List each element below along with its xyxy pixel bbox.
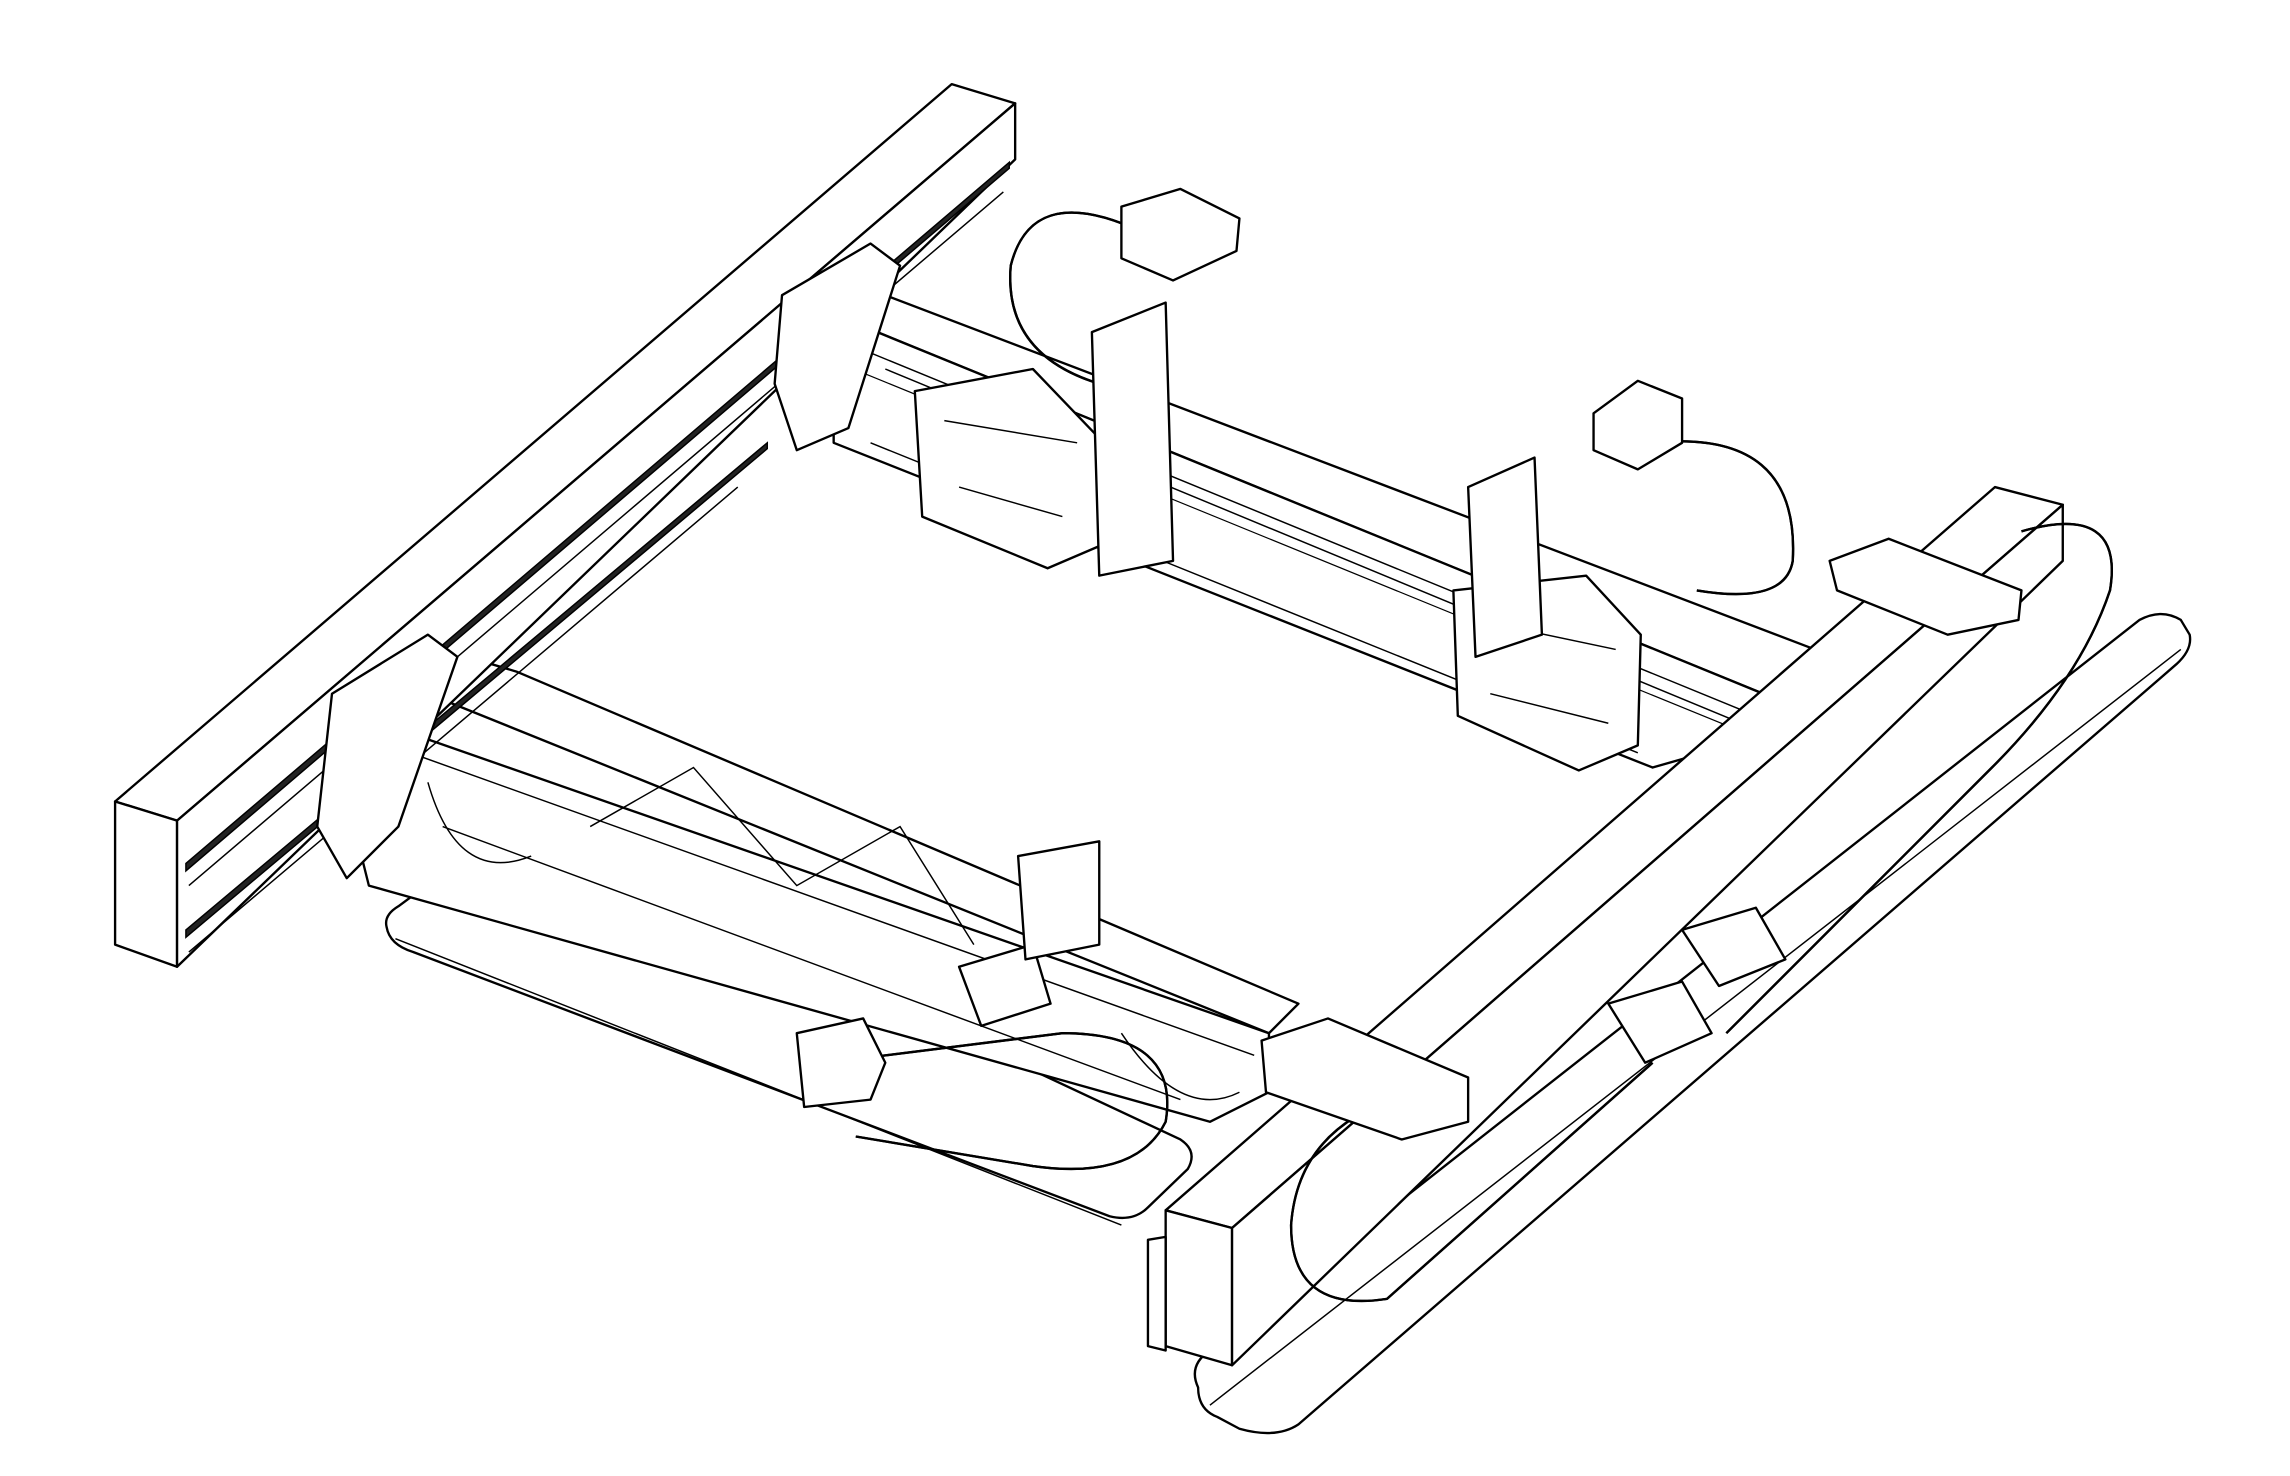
right-rail [1146, 485, 2064, 1367]
cable-chains [795, 187, 2113, 1303]
